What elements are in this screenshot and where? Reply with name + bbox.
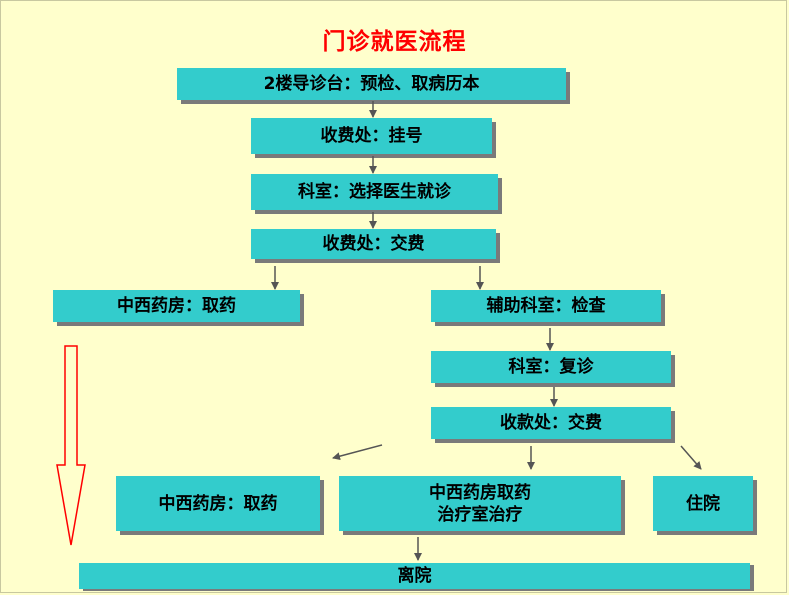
arrow-payment-to-hospital: [680, 445, 702, 470]
step-payment-2: 收款处：交费: [431, 407, 671, 439]
step-follow-up: 科室：复诊: [431, 351, 671, 383]
step-department-visit: 科室：选择医生就诊: [251, 174, 498, 210]
step-leave: 离院: [79, 563, 750, 589]
step-pharmacy-treatment: 中西药房取药 治疗室治疗: [339, 476, 621, 531]
pharmacy-treatment-line-2: 治疗室治疗: [437, 504, 523, 525]
step-register: 收费处：挂号: [251, 118, 492, 154]
step-guide-desk: 2楼导诊台：预检、取病历本: [177, 68, 566, 100]
step-payment-1: 收费处：交费: [251, 229, 496, 259]
page-title: 门诊就医流程: [322, 29, 467, 55]
pharmacy-treatment-line-1: 中西药房取药: [429, 482, 531, 503]
step-pharmacy-2: 中西药房：取药: [116, 476, 320, 531]
arrow-payment-to-pharmacy-2: [332, 444, 383, 461]
step-hospitalization: 住院: [653, 476, 753, 531]
step-auxiliary-exam: 辅助科室：检查: [431, 290, 661, 322]
step-pharmacy-1: 中西药房：取药: [53, 290, 300, 322]
big-down-arrow: [56, 345, 86, 546]
